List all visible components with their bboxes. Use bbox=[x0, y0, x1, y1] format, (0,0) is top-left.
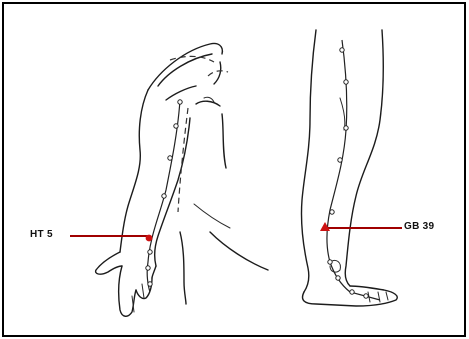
arm-illustration bbox=[96, 43, 268, 316]
gb39-point-marker bbox=[320, 222, 330, 231]
ht5-point-marker bbox=[146, 235, 153, 242]
gb39-label: GB 39 bbox=[404, 221, 434, 232]
ht5-label: HT 5 bbox=[30, 229, 53, 240]
diagram-frame bbox=[3, 3, 465, 336]
leg-illustration bbox=[301, 30, 397, 306]
